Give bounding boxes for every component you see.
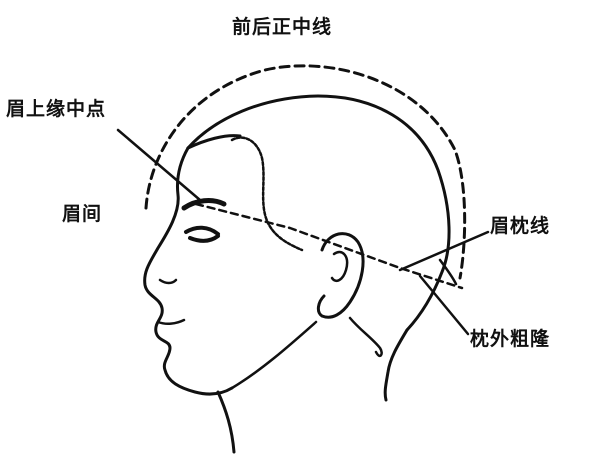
skull-outline — [188, 96, 449, 330]
brow-occipital-line — [196, 204, 462, 288]
eyebrow — [184, 201, 224, 208]
leader-brow-point — [118, 130, 200, 200]
neck-back — [385, 330, 407, 400]
label-brow-occipital-line: 眉枕线 — [490, 217, 550, 236]
hairline — [232, 138, 302, 250]
neck-muscle — [350, 318, 382, 356]
neck-front — [218, 392, 234, 452]
label-occipital-protuberance: 枕外粗隆 — [470, 330, 550, 349]
ear-inner — [332, 252, 347, 281]
nostril — [160, 280, 176, 283]
jaw-line — [232, 322, 316, 388]
eye — [186, 228, 218, 241]
label-glabella: 眉间 — [62, 205, 102, 224]
label-midline: 前后正中线 — [232, 18, 332, 37]
face-profile — [145, 148, 232, 394]
label-brow-upper-edge-midpoint: 眉上缘中点 — [6, 100, 106, 119]
mouth — [158, 320, 184, 324]
